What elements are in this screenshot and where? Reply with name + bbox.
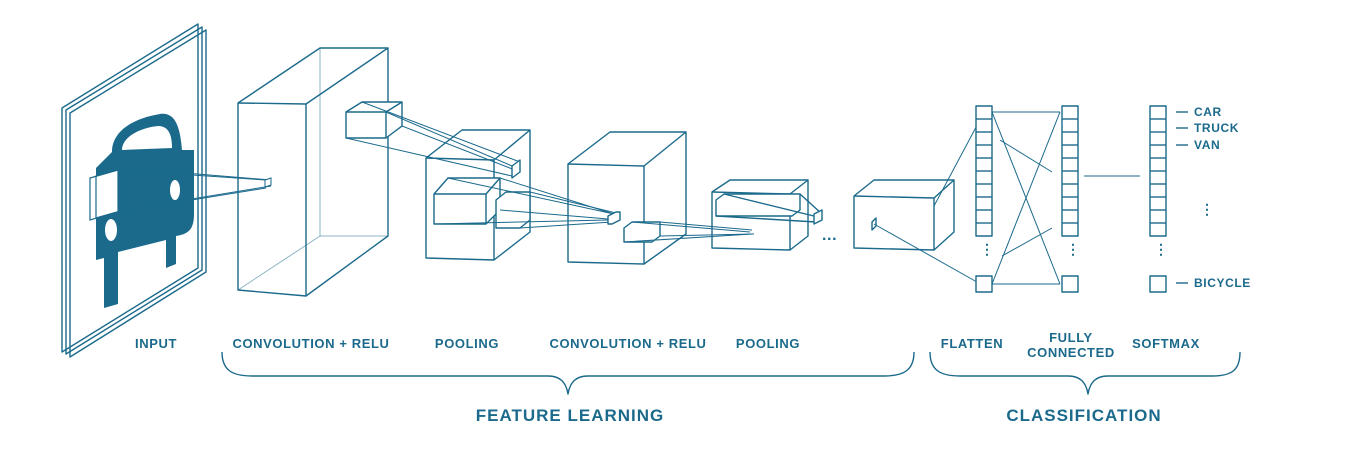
stage-label-input: INPUT xyxy=(135,336,177,351)
class-label-truck: TRUCK xyxy=(1194,121,1239,135)
stage-label-pool2: POOLING xyxy=(735,336,801,351)
stage-label-conv2: CONVOLUTION + RELU xyxy=(549,336,707,351)
softmax-ellipsis: ⋮ xyxy=(1154,241,1168,257)
stage-label-softmax: SOFTMAX xyxy=(1132,336,1200,351)
conv2-to-pool2-projection xyxy=(623,221,755,243)
car-icon xyxy=(89,113,194,309)
group-label-classification: CLASSIFICATION xyxy=(1006,406,1162,425)
input-to-conv1-projection xyxy=(117,167,272,213)
group-label-feature-learning: FEATURE LEARNING xyxy=(475,406,665,425)
fc-ellipsis: ⋮ xyxy=(1066,241,1080,257)
fully-connected-column xyxy=(1061,105,1079,293)
class-label-car: CAR xyxy=(1194,105,1222,119)
stage-label-fully-connected: FULLY CONNECTED xyxy=(1027,330,1115,360)
classification-brace xyxy=(929,351,1241,395)
flatten-to-fc-connections xyxy=(991,111,1061,285)
stage-label-conv1: CONVOLUTION + RELU xyxy=(232,336,390,351)
flatten-ellipsis: ⋮ xyxy=(980,241,994,257)
class-list-ellipsis: ⋮ xyxy=(1200,201,1214,217)
feature-learning-brace xyxy=(221,351,915,395)
volume-to-flatten-projection xyxy=(873,115,985,287)
softmax-column xyxy=(1149,105,1167,293)
flatten-column xyxy=(975,105,993,293)
stage-label-pool1: POOLING xyxy=(434,336,500,351)
pool1-volume xyxy=(425,129,531,261)
pool1-to-conv2-projection xyxy=(433,177,621,229)
continuation-dots: ... xyxy=(822,227,838,244)
conv1-volume xyxy=(237,47,403,297)
stage-label-flatten: FLATTEN xyxy=(940,336,1004,351)
final-feature-volume xyxy=(853,179,955,251)
conv2-volume xyxy=(567,131,687,265)
class-label-bicycle: BICYCLE xyxy=(1194,276,1251,290)
conv1-to-pool1-projection xyxy=(345,101,521,177)
input-image xyxy=(61,23,207,358)
pool2-volume xyxy=(711,179,823,251)
class-label-van: VAN xyxy=(1194,138,1221,152)
class-tick-marks xyxy=(1176,111,1188,284)
